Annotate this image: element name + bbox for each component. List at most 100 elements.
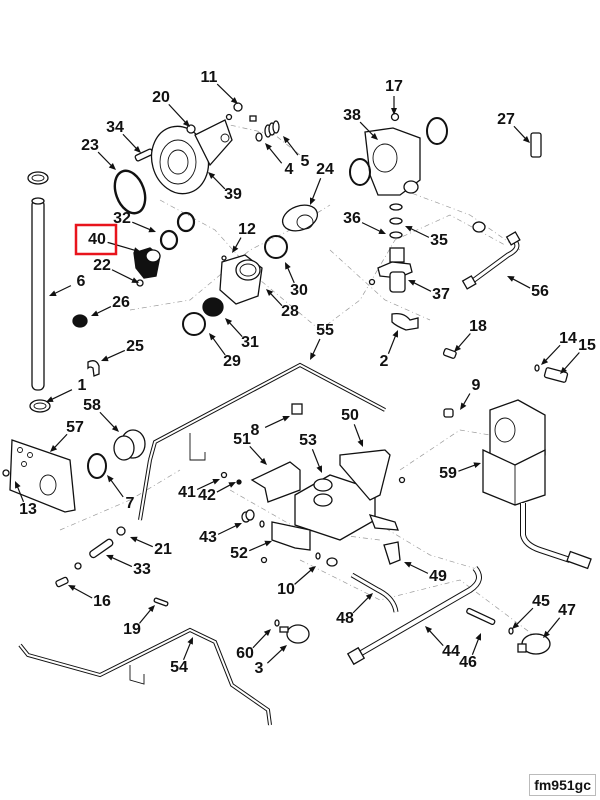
arrowhead-icon <box>473 462 481 469</box>
callout-number: 18 <box>469 318 487 335</box>
callout-14: 14 <box>541 330 577 365</box>
leader-line <box>266 647 284 664</box>
callout-28: 28 <box>266 289 299 320</box>
part-nut-16 <box>74 562 82 570</box>
arrowhead-icon <box>454 344 462 352</box>
arrowhead-icon <box>263 629 271 637</box>
arrowhead-icon <box>265 143 272 151</box>
callout-number: 15 <box>578 337 596 354</box>
callout-number: 43 <box>199 529 217 546</box>
part-6-tube <box>31 197 45 391</box>
leader-line <box>105 349 126 360</box>
callout-number: 51 <box>233 431 251 448</box>
callout-number: 3 <box>255 660 264 677</box>
leader-line <box>216 83 235 102</box>
arrowhead-icon <box>234 523 242 529</box>
callout-number: 44 <box>442 643 460 660</box>
leader-line <box>109 478 124 498</box>
leader-line <box>216 483 232 493</box>
arrowhead-icon <box>133 247 141 254</box>
leader-line <box>95 306 112 315</box>
callout-number: 34 <box>106 119 124 136</box>
callout-44: 44 <box>425 626 460 660</box>
callout-40: 40 <box>74 223 141 256</box>
leader-line <box>311 338 321 356</box>
part-16-fitting <box>55 576 69 588</box>
arrowhead-icon <box>405 226 413 232</box>
callout-39: 39 <box>208 172 242 203</box>
callout-58: 58 <box>83 397 119 432</box>
arrowhead-icon <box>133 145 141 153</box>
arrowhead-icon <box>392 330 398 338</box>
callout-3: 3 <box>255 645 287 677</box>
part-42-nut <box>236 479 242 485</box>
callout-43: 43 <box>199 523 242 546</box>
arrowhead-icon <box>266 289 274 297</box>
callout-number: 8 <box>251 422 260 439</box>
arrowhead-icon <box>391 108 397 115</box>
arrowhead-icon <box>370 133 378 140</box>
part-32b-o-ring <box>176 211 196 233</box>
part-10-o-ring <box>315 552 321 560</box>
callout-1: 1 <box>46 377 87 402</box>
callout-number: 2 <box>380 353 389 370</box>
leader-line <box>563 352 580 371</box>
leader-line <box>110 556 133 568</box>
leader-line <box>97 151 113 168</box>
callout-number: 7 <box>126 495 135 512</box>
callout-13: 13 <box>15 481 37 518</box>
callout-31: 31 <box>225 318 259 351</box>
part-28-housing <box>219 254 263 305</box>
callout-number: 11 <box>201 69 218 86</box>
callout-15: 15 <box>560 337 596 374</box>
part-13-screw <box>2 469 10 477</box>
arrowhead-icon <box>68 585 76 591</box>
arrowhead-icon <box>108 163 116 170</box>
callout-number: 30 <box>290 282 308 299</box>
callout-number: 46 <box>459 654 477 671</box>
part-7-o-ring <box>87 453 107 479</box>
part-25-elbow <box>87 360 100 377</box>
leader-line <box>409 227 430 238</box>
leader-line <box>267 146 283 164</box>
part-60-o-ring <box>274 619 280 627</box>
callout-number: 16 <box>93 593 111 610</box>
part-54-line <box>18 627 272 726</box>
callout-55: 55 <box>310 322 334 360</box>
callout-20: 20 <box>152 89 190 127</box>
leader-line <box>168 103 187 124</box>
arrowhead-icon <box>543 630 550 638</box>
callout-number: 20 <box>152 89 170 106</box>
callout-42: 42 <box>198 482 236 504</box>
arrowhead-icon <box>232 245 239 253</box>
leader-line <box>458 464 477 472</box>
callout-57: 57 <box>50 419 84 452</box>
part-pin <box>249 115 257 122</box>
part-40-elbow <box>133 247 161 279</box>
leader-line <box>471 637 480 655</box>
callout-number: 22 <box>93 257 111 274</box>
leader-line <box>286 266 295 284</box>
arrowhead-icon <box>131 277 139 283</box>
leader-line <box>138 608 153 624</box>
leader-line <box>252 632 268 649</box>
callout-41: 41 <box>178 478 220 501</box>
leader-line <box>428 629 444 647</box>
callout-56: 56 <box>507 276 549 300</box>
arrowhead-icon <box>46 396 54 402</box>
callout-46: 46 <box>459 633 481 671</box>
arrowhead-icon <box>230 97 238 104</box>
part-21-nut <box>116 526 126 536</box>
part-2-elbow <box>391 312 419 331</box>
leader-line <box>269 292 283 307</box>
part-washer <box>225 113 233 121</box>
part-33-sleeve <box>89 538 114 559</box>
callout-number: 14 <box>559 330 577 347</box>
leader-line <box>361 222 382 233</box>
callout-11: 11 <box>201 69 238 104</box>
part-51-bracket <box>250 461 301 503</box>
part-1-clamp <box>29 399 51 413</box>
figure-id-label: fm951gc <box>529 774 596 796</box>
callout-number: 6 <box>77 273 86 290</box>
leader-line <box>107 241 137 252</box>
